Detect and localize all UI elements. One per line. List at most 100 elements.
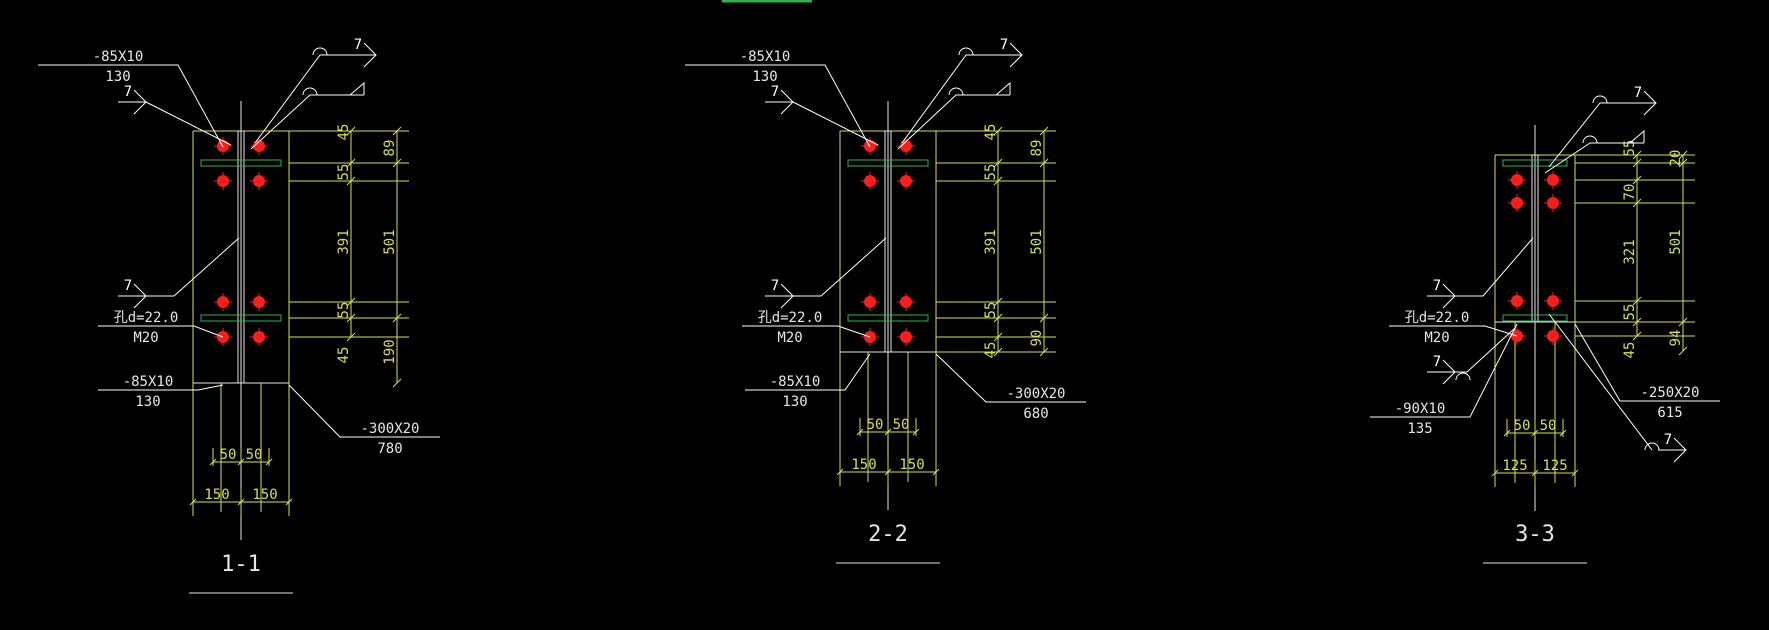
weld-all-around-arc [302,87,318,96]
weld-leader [901,54,996,144]
stiffener-plate-top [200,159,282,167]
weld-size-label: 7 [771,84,779,100]
dimension-text: 45 [336,124,352,141]
weld-leader [1544,142,1644,174]
dimension-text: 55 [983,302,999,319]
hole-diameter-label: 孔d=22.0 [1405,310,1470,326]
dimension-text: 501 [1668,229,1684,254]
weld-size-label: 7 [1433,354,1441,370]
base-plate-leader [935,353,1086,403]
weld-leader [793,237,887,297]
weld-symbol-flag [363,42,377,68]
base-plate-length-label: 680 [1023,406,1048,422]
hole-diameter-label: 孔d=22.0 [114,310,179,326]
dimension-text: 501 [1029,229,1045,254]
dimension-text: 321 [1622,239,1638,264]
dimension-text: 391 [983,229,999,254]
dimension-text: 94 [1668,330,1684,347]
dimension-tick [346,313,356,323]
plate-size-label: -85X10 [770,374,821,390]
dimension-tick [1491,469,1499,477]
plate-length-label: 130 [105,69,130,85]
dimension-tick [1632,331,1642,341]
dimension-text: 55 [336,164,352,181]
weld-size-label: 7 [124,84,132,100]
plate-size-label: -85X10 [123,374,174,390]
dimension-tick [884,468,892,476]
stiffener-plate-top [1502,159,1568,167]
dimension-tick [1039,158,1049,168]
weld-all-around-arc [958,47,974,56]
bolt-size-label: M20 [777,330,802,346]
dimension-tick [1632,158,1642,168]
dimension-text: 150 [899,457,924,473]
dimension-tick [993,313,1003,323]
plate-leader [1370,323,1518,418]
weld-leader [1548,102,1630,168]
dimension-text: 45 [983,342,999,359]
dimension-text: 50 [893,417,910,433]
dimension-text: 501 [382,229,398,254]
plate-length-label: 130 [752,69,777,85]
weld-all-around-arc [1582,135,1598,144]
dimension-text: 50 [246,447,263,463]
dimension-tick [1559,429,1567,437]
base-plate-leader [288,384,440,438]
dimension-tick [1678,150,1688,160]
plate-leader [98,384,224,391]
dimension-text: 190 [382,339,398,364]
weld-all-around-arc [312,47,328,56]
base-plate-leader [1574,323,1720,402]
bolt-leader [98,325,224,338]
dimension-tick [237,458,245,466]
dimension-tick [993,332,1003,342]
dimension-tick [285,498,293,506]
plate-length-label: 135 [1407,421,1432,437]
dimension-tick [1571,469,1579,477]
plate-length-label: 130 [135,394,160,410]
weld-symbol-flag [1643,90,1657,116]
weld-all-around-arc [1644,442,1660,451]
dimension-tick [1503,429,1511,437]
dimension-tick [209,458,217,466]
dimension-text: 89 [1029,140,1045,157]
dimension-tick [346,332,356,342]
dimension-tick [346,297,356,307]
dimension-text: 50 [220,447,237,463]
plate-leader [745,353,871,391]
dimension-text: 125 [1502,458,1527,474]
dimension-tick [1039,313,1049,323]
dimension-tick [1678,317,1688,327]
dimension-tick [392,126,402,136]
stiffener-plate-bottom [847,314,929,322]
weld-symbol-flag [349,81,365,96]
dimension-tick [1632,296,1642,306]
dimension-tick [265,458,273,466]
dimension-tick [1632,317,1642,327]
dimension-tick [993,158,1003,168]
dimension-text: 45 [336,347,352,364]
weld-leader [1455,237,1534,297]
stiffener-plate-top [847,159,929,167]
dimension-tick [1531,469,1539,477]
dimension-text: 50 [1540,418,1557,434]
dimension-text: 150 [851,457,876,473]
weld-leader [254,54,350,144]
plate-leader [38,64,224,148]
dimension-tick [856,428,864,436]
weld-symbol-flag [1009,42,1023,68]
weld-leader [1548,313,1653,451]
bolt-size-label: M20 [1424,330,1449,346]
weld-size-label: 7 [771,278,779,294]
section-title: 2-2 [868,522,908,547]
dimension-text: 45 [1622,342,1638,359]
section-title: 1-1 [221,552,261,577]
dimension-text: 50 [867,417,884,433]
weld-size-label: 7 [1634,85,1642,101]
dimension-tick [993,126,1003,136]
dimension-text: 125 [1542,458,1567,474]
bolt-size-label: M20 [133,330,158,346]
dimension-tick [1531,429,1539,437]
dimension-tick [836,468,844,476]
